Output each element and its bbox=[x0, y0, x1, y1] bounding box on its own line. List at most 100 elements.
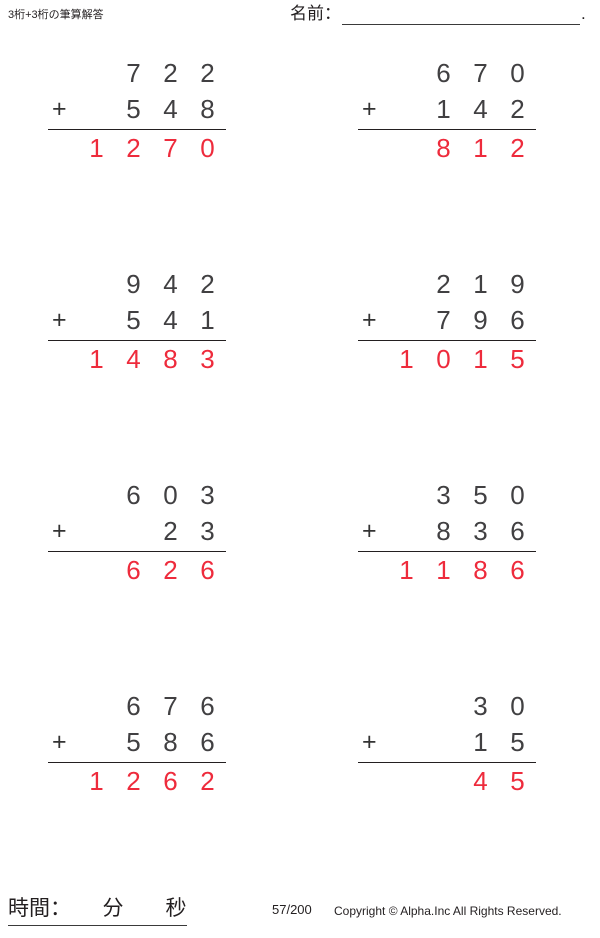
digit: 9 bbox=[473, 305, 488, 335]
digit: 0 bbox=[510, 58, 525, 88]
addend1-digits: 2 1 9 bbox=[388, 267, 536, 301]
plus-operator: + bbox=[362, 306, 377, 334]
problem-cell-7: 6 7 6 + 5 8 6 bbox=[0, 679, 300, 874]
answer-digit: 1 bbox=[436, 555, 451, 585]
answer-digit: 1 bbox=[89, 133, 104, 163]
answer-digits: 1 2 6 2 bbox=[78, 764, 226, 798]
answer-digit: 1 bbox=[399, 344, 414, 374]
digit bbox=[388, 478, 425, 512]
answer-digits: 6 2 6 bbox=[78, 553, 226, 587]
name-trailing-dot: . bbox=[581, 4, 586, 23]
long-addition-4: 2 1 9 + 7 9 6 bbox=[358, 265, 536, 376]
addend2-line: + 2 3 bbox=[48, 512, 226, 548]
digit bbox=[388, 56, 425, 90]
answer-line: 1 1 8 6 bbox=[358, 553, 536, 587]
worksheet-footer: 時間： 分 秒 57/200 Copyright © Alpha.Inc All… bbox=[0, 892, 600, 938]
addend1-digits: 3 5 0 bbox=[388, 478, 536, 512]
answer-digit: 1 bbox=[89, 766, 104, 796]
answer-digit: 6 bbox=[163, 766, 178, 796]
answer-line: 1 2 6 2 bbox=[48, 764, 226, 798]
addend1-digits: 3 0 bbox=[388, 689, 536, 723]
digit: 2 bbox=[200, 269, 215, 299]
digit: 0 bbox=[510, 691, 525, 721]
addend2-digits: 5 4 1 bbox=[78, 303, 226, 337]
name-input-blank[interactable] bbox=[342, 4, 580, 25]
digit bbox=[388, 303, 425, 337]
plus-operator: + bbox=[362, 95, 377, 123]
long-addition-2: 6 7 0 + 1 4 2 bbox=[358, 54, 536, 165]
addend2-digits: 8 3 6 bbox=[388, 514, 536, 548]
answer-digits: 1 4 8 3 bbox=[78, 342, 226, 376]
answer-digit: 2 bbox=[163, 555, 178, 585]
digit: 6 bbox=[126, 691, 141, 721]
digit: 3 bbox=[200, 516, 215, 546]
digit: 6 bbox=[436, 58, 451, 88]
sum-rule bbox=[48, 129, 226, 130]
answer-digits: 1 0 1 5 bbox=[388, 342, 536, 376]
sum-rule bbox=[358, 340, 536, 341]
digit bbox=[78, 56, 115, 90]
answer-digit: 4 bbox=[126, 344, 141, 374]
answer-digit: 1 bbox=[89, 344, 104, 374]
answer-digit bbox=[425, 764, 462, 798]
addend2-digits: 5 4 8 bbox=[78, 92, 226, 126]
plus-operator: + bbox=[52, 306, 67, 334]
digit: 2 bbox=[510, 94, 525, 124]
digit: 1 bbox=[473, 269, 488, 299]
plus-operator: + bbox=[52, 517, 67, 545]
page-number: 57/200 bbox=[272, 902, 312, 917]
sum-rule bbox=[358, 129, 536, 130]
digit: 6 bbox=[510, 305, 525, 335]
answer-digit: 0 bbox=[436, 344, 451, 374]
addend1-line: 6 0 3 bbox=[48, 476, 226, 512]
problem-cell-8: 3 0 + 1 5 bbox=[300, 679, 600, 874]
addend1-line: 7 2 2 bbox=[48, 54, 226, 90]
sum-rule bbox=[48, 762, 226, 763]
answer-digit bbox=[388, 131, 425, 165]
digit: 4 bbox=[163, 269, 178, 299]
long-addition-5: 6 0 3 + 2 3 bbox=[48, 476, 226, 587]
answer-digit: 1 bbox=[473, 133, 488, 163]
digit: 5 bbox=[126, 305, 141, 335]
sum-rule bbox=[48, 551, 226, 552]
answer-digit: 6 bbox=[126, 555, 141, 585]
long-addition-7: 6 7 6 + 5 8 6 bbox=[48, 687, 226, 798]
addend2-line: + 5 8 6 bbox=[48, 723, 226, 759]
problem-row: 7 2 2 + 5 4 8 bbox=[0, 46, 600, 257]
problem-row: 6 7 6 + 5 8 6 bbox=[0, 679, 600, 874]
addend2-line: + 8 3 6 bbox=[358, 512, 536, 548]
addend2-digits: 7 9 6 bbox=[388, 303, 536, 337]
answer-digit: 5 bbox=[510, 766, 525, 796]
addend1-line: 3 5 0 bbox=[358, 476, 536, 512]
digit bbox=[78, 689, 115, 723]
addend1-digits: 6 7 0 bbox=[388, 56, 536, 90]
digit: 8 bbox=[200, 94, 215, 124]
answer-digit: 1 bbox=[473, 344, 488, 374]
time-field[interactable]: 時間： 分 秒 bbox=[8, 894, 187, 926]
digit: 3 bbox=[473, 516, 488, 546]
digit bbox=[425, 725, 462, 759]
answer-digit: 2 bbox=[126, 133, 141, 163]
addend1-digits: 6 7 6 bbox=[78, 689, 226, 723]
copyright-notice: Copyright © Alpha.Inc All Rights Reserve… bbox=[334, 904, 562, 918]
plus-operator: + bbox=[52, 728, 67, 756]
answer-line: 1 0 1 5 bbox=[358, 342, 536, 376]
addend1-digits: 6 0 3 bbox=[78, 478, 226, 512]
answer-digit: 1 bbox=[399, 555, 414, 585]
answer-digit: 8 bbox=[436, 133, 451, 163]
digit: 2 bbox=[436, 269, 451, 299]
answer-digit: 2 bbox=[200, 766, 215, 796]
sum-rule bbox=[48, 340, 226, 341]
answer-digit: 6 bbox=[200, 555, 215, 585]
digit: 6 bbox=[126, 480, 141, 510]
answer-line: 1 4 8 3 bbox=[48, 342, 226, 376]
addend2-digits: 5 8 6 bbox=[78, 725, 226, 759]
digit: 2 bbox=[200, 58, 215, 88]
digit: 7 bbox=[436, 305, 451, 335]
digit: 9 bbox=[126, 269, 141, 299]
problem-row: 6 0 3 + 2 3 bbox=[0, 468, 600, 679]
digit bbox=[78, 725, 115, 759]
digit: 1 bbox=[200, 305, 215, 335]
addend2-line: + 1 5 bbox=[358, 723, 536, 759]
addend2-line: + 5 4 8 bbox=[48, 90, 226, 126]
